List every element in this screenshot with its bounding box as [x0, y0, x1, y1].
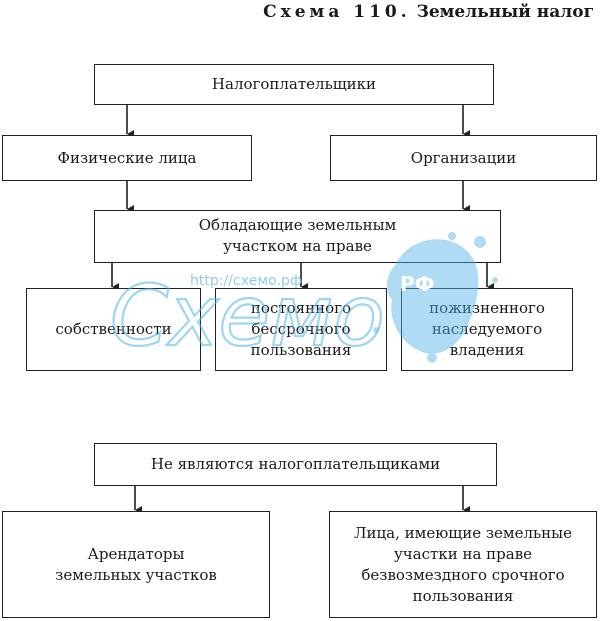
individuals-label: Физические лица [57, 148, 197, 167]
taxpayers-box: Налогоплательщики [94, 64, 494, 105]
tenants-box: Арендаторы земельных участков [2, 511, 270, 618]
watermark-suffix: РФ [400, 272, 435, 296]
persons-label-line3: безвозмездного срочного [361, 565, 565, 584]
organizations-box: Организации [330, 135, 597, 181]
persons-label-line2: участки на праве [393, 544, 533, 563]
owning-label-line2: участком на праве [223, 237, 372, 255]
owning-box: Обладающие земельным участком на праве [94, 210, 501, 263]
permanent-label-line1: постоянного [250, 299, 352, 317]
not-taxpayers-box: Не являются налогоплательщиками [94, 443, 497, 486]
diagram-title: Схема 110. Земельный налог [263, 2, 594, 22]
individuals-box: Физические лица [2, 135, 252, 181]
free-use-persons-box: Лица, имеющие земельные участки на праве… [329, 511, 597, 618]
diagram-title-prefix: Схема 110. [263, 2, 411, 22]
organizations-label: Организации [410, 148, 517, 167]
lifetime-label-line2: наследуемого [431, 320, 543, 338]
owning-label-line1: Обладающие земельным [198, 216, 397, 234]
permanent-use-box: постоянного бессрочного пользования [215, 288, 387, 371]
ownership-box: собственности [26, 288, 201, 371]
watermark-url: http://схемо.рф [190, 273, 302, 289]
persons-label-line4: пользования [412, 586, 514, 605]
tenants-label-line2: земельных участков [55, 565, 217, 584]
ownership-label: собственности [55, 320, 172, 338]
lifetime-possession-box: пожизненного наследуемого владения [401, 288, 573, 371]
lifetime-label-line1: пожизненного [429, 299, 545, 317]
taxpayers-label: Налогоплательщики [211, 75, 377, 93]
lifetime-label-line3: владения [449, 341, 525, 359]
persons-label-line1: Лица, имеющие земельные [354, 523, 572, 542]
diagram-title-text: Земельный налог [416, 2, 594, 22]
permanent-label-line3: пользования [250, 341, 352, 359]
not-taxpayers-label: Не являются налогоплательщиками [150, 455, 441, 473]
tenants-label-line1: Арендаторы [87, 544, 185, 563]
permanent-label-line2: бессрочного [251, 320, 351, 338]
